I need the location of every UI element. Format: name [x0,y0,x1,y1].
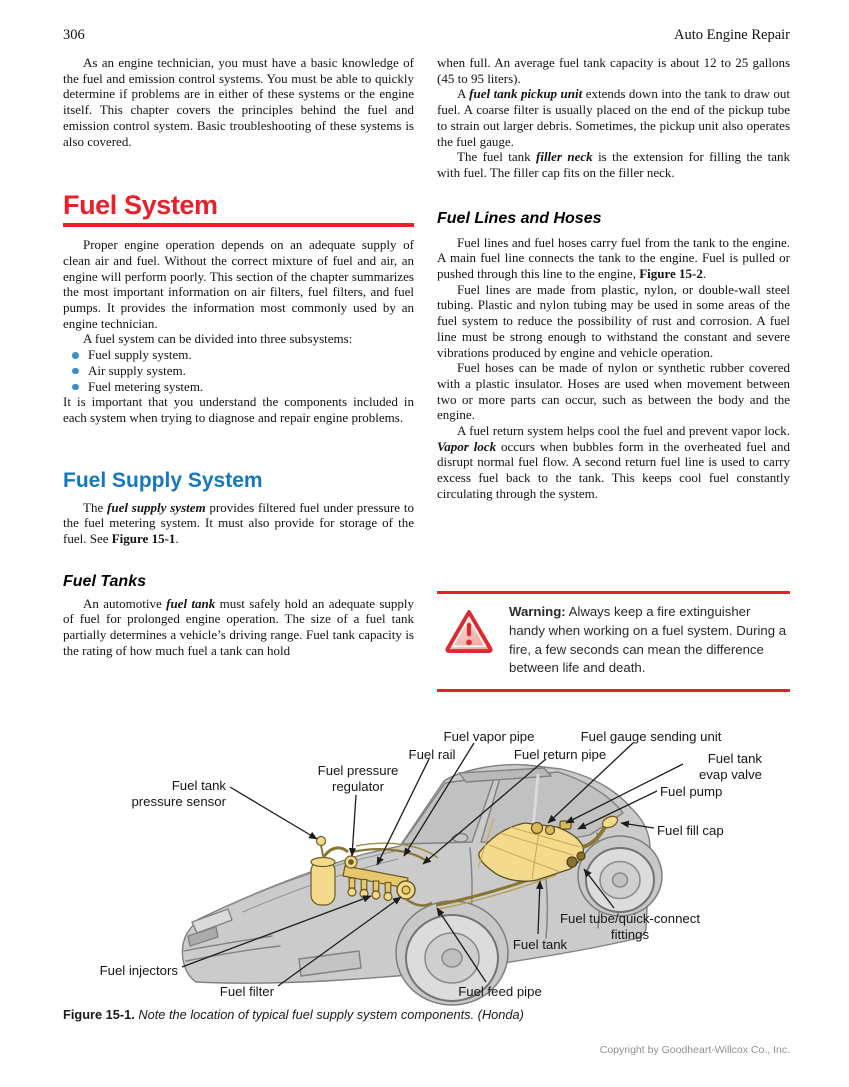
text-run: provides filtered fuel under pressure to… [63,499,414,547]
subsystem-list: Fuel supply system. Air supply system. F… [63,347,414,394]
text-run: extends down into the tank to draw out f… [437,86,790,149]
figure-reference: Figure 15-1 [111,531,176,547]
fuel-system-paragraph-1: Proper engine operation depends on an ad… [63,237,414,331]
text-run: . [702,266,707,282]
key-term: Vapor lock [437,438,497,454]
car-diagram [181,742,684,1006]
warning-triangle-icon [443,606,495,663]
copyright-notice: Copyright by Goodheart-Willcox Co., Inc. [599,1044,790,1056]
figure-15-1: Fuel vapor pipe Fuel gauge sending unit … [0,705,849,1015]
bullet-icon [72,367,79,375]
label-fuel-tank-evap-valve: Fuel tank evap valve [698,751,762,782]
warning-text: Warning: Always keep a fire extinguisher… [509,603,788,678]
text-run: . [175,531,179,547]
intro-paragraph: As an engine technician, you must have a… [63,55,414,149]
list-item: Fuel supply system. [63,347,414,363]
right-column: when full. An average fuel tank capacity… [437,55,790,502]
text-run: must safely hold an adequate supply of f… [63,595,414,658]
running-head: Auto Engine Repair [674,27,790,43]
label-fuel-vapor-pipe: Fuel vapor pipe [443,729,535,744]
label-fuel-gauge-sending-unit: Fuel gauge sending unit [580,729,722,744]
key-term: fuel supply system [107,499,206,515]
fuel-lines-paragraph-4: A fuel return system helps cool the fuel… [437,423,790,502]
label-fuel-tank-pressure-sensor: Fuel tank pressure sensor [131,778,226,809]
label-fuel-filter: Fuel filter [219,984,274,999]
text-run: The fuel tank [457,149,536,165]
warning-callout: Warning: Always keep a fire extinguisher… [437,591,790,693]
label-fuel-injectors: Fuel injectors [99,963,178,978]
key-term: filler neck [536,149,593,165]
text-run: A fuel return system helps cool the fuel… [457,423,790,439]
text-run: Fuel lines and fuel hoses carry fuel fro… [437,234,790,282]
key-term: fuel tank [166,595,216,611]
label-fuel-rail: Fuel rail [408,747,456,762]
fuel-supply-heading: Fuel Supply System [63,468,263,492]
label-fuel-fill-cap: Fuel fill cap [657,823,724,838]
text-run: Always keep a fire extinguisher handy wh… [509,604,787,676]
left-column: As an engine technician, you must have a… [63,55,414,659]
red-rule [63,222,414,228]
bullet-icon [72,352,79,359]
figure-reference: Figure 15-2 [639,266,703,282]
continued-paragraph: when full. An average fuel tank capacity… [437,55,790,86]
text-run: An automotive [83,595,167,611]
key-term: fuel tank pickup unit [469,86,583,102]
label-fuel-tank: Fuel tank [512,937,568,952]
list-item-label: Fuel metering system. [88,378,204,394]
page-number: 306 [63,27,85,43]
fuel-lines-paragraph-2: Fuel lines are made from plastic, nylon,… [437,281,790,360]
figure-caption-number: Figure 15-1. [63,1007,135,1022]
label-fuel-tube-quick-connect: Fuel tube/quick-connect fittings [559,911,701,942]
list-item: Air supply system. [63,363,414,379]
list-item-label: Air supply system. [88,362,186,378]
list-item: Fuel metering system. [63,379,414,395]
label-fuel-pressure-regulator: Fuel pressure regulator [317,763,399,794]
fuel-lines-heading: Fuel Lines and Hoses [437,209,602,227]
text-run: occurs when bubbles form in the overheat… [437,438,790,501]
fuel-lines-paragraph-3: Fuel hoses can be made of nylon or synth… [437,360,790,423]
fuel-lines-paragraph-1: Fuel lines and fuel hoses carry fuel fro… [437,235,790,282]
label-fuel-feed-pipe: Fuel feed pipe [458,984,542,999]
text-run: The [83,499,108,515]
fuel-tanks-paragraph: An automotive fuel tank must safely hold… [63,596,414,659]
fuel-system-paragraph-2: A fuel system can be divided into three … [83,331,353,347]
fuel-system-paragraph-3: It is important that you understand the … [63,394,414,425]
label-fuel-pump: Fuel pump [660,784,723,799]
fuel-system-heading: Fuel System [63,190,218,221]
list-item-label: Fuel supply system. [88,347,192,363]
filler-neck-paragraph: The fuel tank filler neck is the extensi… [437,149,790,180]
fuel-tanks-heading: Fuel Tanks [63,572,146,590]
fuel-supply-paragraph: The fuel supply system provides filtered… [63,500,414,547]
label-fuel-return-pipe: Fuel return pipe [513,747,607,762]
figure-caption-text: Note the location of typical fuel supply… [134,1007,524,1022]
text-run: is the extension for filling the tank wi… [437,149,791,180]
bullet-icon [72,383,79,391]
warning-label: Warning: [509,604,566,619]
text-run: A [457,86,470,102]
pickup-unit-paragraph: A fuel tank pickup unit extends down int… [437,86,790,149]
figure-caption: Figure 15-1. Note the location of typica… [63,1007,783,1023]
